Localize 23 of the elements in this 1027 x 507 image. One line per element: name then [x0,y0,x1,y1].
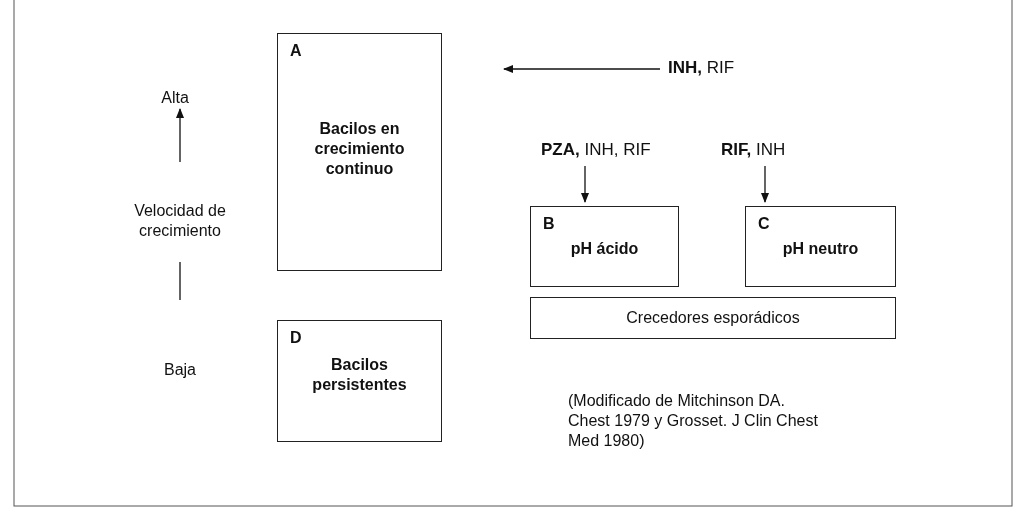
source-note: (Modificado de Mitchinson DA. Chest 1979 y Grosset. J Clin Chest Med 1980) [568,391,819,451]
box-letter: B [543,215,555,233]
arrow [503,65,661,73]
arrow [581,165,589,203]
drug-list: RIF, INH [721,140,786,162]
drug-list: PZA, INH, RIF [541,140,651,162]
axis-label: Alta [160,88,190,108]
labeled-box [745,206,896,287]
box-letter: D [290,329,302,347]
box-title: pH ácido [569,239,640,259]
box-letter: A [290,42,302,60]
labeled-box [277,320,442,442]
box-letter: C [758,215,770,233]
labeled-box [530,206,679,287]
arrow [761,165,769,203]
box-title: Bacilos en crecimiento continuo [313,119,406,179]
box-title: Bacilos persistentes [311,355,408,395]
drug-list: INH, RIF [668,58,735,80]
axis-label: Baja [163,360,197,380]
labeled-box [277,33,442,271]
axis-title: Velocidad de crecimiento [133,201,227,241]
box-title: pH neutro [781,239,860,259]
process-box: Crecedores esporádicos [530,297,896,339]
